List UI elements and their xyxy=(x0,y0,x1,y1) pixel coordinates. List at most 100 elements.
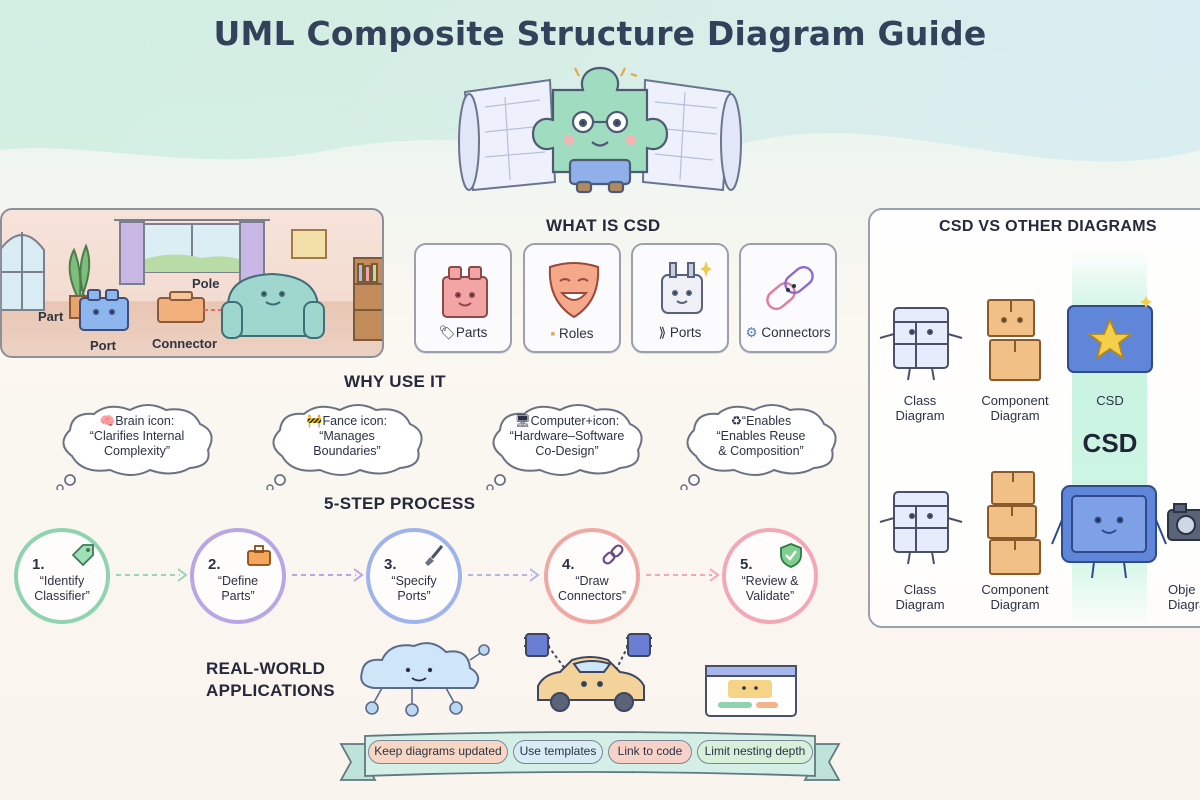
component-boxes-icon xyxy=(987,471,1041,575)
thought-cloud-shape xyxy=(680,404,837,490)
benefit-text: Boundaries” xyxy=(313,443,381,458)
comparison-heading: CSD VS OTHER DIAGRAMS xyxy=(939,218,1157,235)
benefit-text: Complexity” xyxy=(104,443,170,458)
room-label-part: Part xyxy=(38,309,64,324)
puzzle-character xyxy=(531,66,669,194)
process-step-5: 5. “Review &Validate” xyxy=(722,528,818,624)
roles-small-icon: ▪ xyxy=(550,326,556,341)
concept-card-roles: ▪ Roles xyxy=(523,243,621,353)
class-diagram-icon xyxy=(879,491,963,565)
compare-text: Diagram xyxy=(895,408,945,423)
concept-card-ports: ⟫ Ports xyxy=(631,243,729,353)
link-icon xyxy=(602,544,624,565)
sparkle-lines xyxy=(574,67,638,78)
thought-cloud-shape xyxy=(56,404,213,490)
puzzle-mascot-illustration xyxy=(458,66,742,194)
compare-text: Diagram xyxy=(990,408,1040,423)
card-label-roles: Roles xyxy=(559,326,594,341)
what-is-csd-heading: WHAT IS CSD xyxy=(546,216,661,235)
benefit-text: “Clarifies Internal xyxy=(89,428,185,443)
benefit-cloud-reuse: ♻“Enables“Enables Reuse& Composition” xyxy=(676,400,846,490)
compare-label-object: ObjeDiagra xyxy=(1168,582,1200,612)
benefit-text: “Hardware–Software xyxy=(509,428,625,443)
benefit-label: 🖥Computer+icon: xyxy=(514,413,620,428)
thought-cloud-shape xyxy=(486,404,643,490)
step-number: 1. xyxy=(32,556,45,573)
step-arrow xyxy=(292,568,364,582)
step-number: 3. xyxy=(384,556,397,573)
benefit-text: Co-Design” xyxy=(535,443,599,458)
chain-link-icon xyxy=(766,265,814,311)
csd-character-icon xyxy=(1051,485,1167,579)
compare-text: Obje xyxy=(1168,582,1196,597)
compare-text: CSD xyxy=(1096,393,1124,408)
benefit-text: “Enables Reuse xyxy=(716,428,806,443)
step-text: “Identify xyxy=(39,574,85,588)
living-room-analogy-scene: Pole Part Port Connector xyxy=(0,208,384,358)
parts-small-icon: 🏷 xyxy=(438,325,456,340)
class-diagram-icon xyxy=(879,307,963,381)
csd-blueprint-star-icon xyxy=(1067,296,1153,373)
step-arrow xyxy=(116,568,188,582)
step-text: “Review & xyxy=(741,574,799,588)
step-number: 4. xyxy=(562,556,575,573)
room-label-pole: Pole xyxy=(192,276,220,291)
smart-car-icon xyxy=(524,633,652,712)
tip-chip-nesting: Limit nesting depth xyxy=(697,740,813,764)
card-label-connectors: Connectors xyxy=(761,325,831,340)
bookshelf xyxy=(353,257,382,341)
step-text: “Specify xyxy=(391,574,437,588)
benefit-label: 🧠Brain icon: xyxy=(99,413,175,428)
armchair xyxy=(221,272,325,339)
step-text: “Draw xyxy=(575,574,609,588)
back-window xyxy=(114,219,270,285)
wall-painting xyxy=(291,229,327,259)
step-text: “Define xyxy=(217,574,259,588)
ports-small-icon: ⟫ xyxy=(658,325,667,340)
process-heading: 5-STEP PROCESS xyxy=(324,494,476,513)
benefit-label: ♻“Enables xyxy=(730,413,792,428)
tag-icon xyxy=(71,544,94,567)
step-text: Parts” xyxy=(221,589,255,603)
applications-heading: REAL-WORLD APPLICATIONS xyxy=(206,658,335,702)
applications-heading-line: REAL-WORLD xyxy=(206,659,326,678)
applications-heading-line: APPLICATIONS xyxy=(206,681,335,700)
step-number: 5. xyxy=(740,556,753,573)
compare-text: Class xyxy=(903,582,937,597)
step-number: 2. xyxy=(208,556,221,573)
tip-chip-templates: Use templates xyxy=(513,740,603,764)
theater-mask-icon xyxy=(548,262,600,319)
compare-text: Diagram xyxy=(990,597,1040,612)
connectors-small-icon: ⚙ xyxy=(745,325,758,340)
step-text: Validate” xyxy=(745,589,795,603)
benefit-text: “Manages xyxy=(319,428,375,443)
arched-window xyxy=(2,232,45,311)
tip-chip-link-code: Link to code xyxy=(608,740,692,764)
compare-text: Component xyxy=(981,582,1049,597)
card-label-parts: Parts xyxy=(455,325,488,340)
cloud-network-icon xyxy=(360,642,490,717)
compare-label-csd: CSD xyxy=(1070,393,1150,408)
step-text: Classifier” xyxy=(34,589,90,603)
component-boxes-icon xyxy=(987,299,1041,381)
part-block xyxy=(79,289,129,331)
page-title: UML Composite Structure Diagram Guide xyxy=(213,14,987,53)
step-text: Connectors” xyxy=(557,589,627,603)
step-arrow xyxy=(468,568,540,582)
card-label-ports: Ports xyxy=(669,325,702,340)
web-app-window-icon xyxy=(705,665,797,717)
benefit-label: 🚧Fance icon: xyxy=(306,413,388,428)
coffee-table xyxy=(157,291,205,323)
blueprint-scroll-left xyxy=(458,78,557,192)
